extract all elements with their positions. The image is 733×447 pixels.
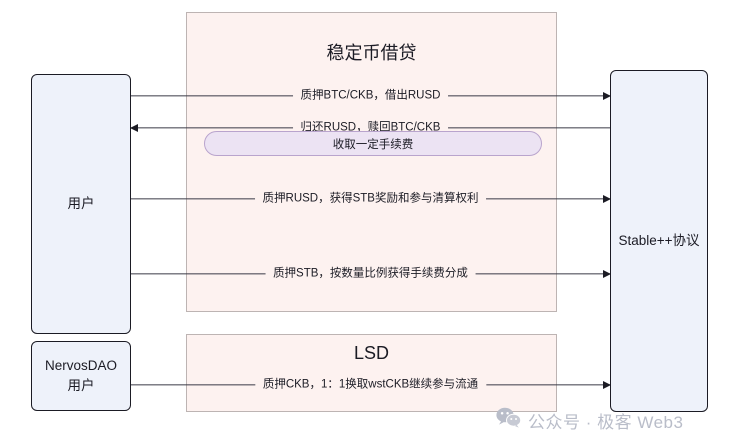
arrowhead-right-icon <box>603 195 611 203</box>
panel-stablecoin-lending: 稳定币借贷 <box>186 12 557 312</box>
flow-repay-label: 归还RUSD，赎回BTC/CKB <box>292 122 449 134</box>
flow-lsd-label: 质押CKB，1：1换取wstCKB继续参与流通 <box>254 379 487 391</box>
arrowhead-right-icon <box>603 92 611 100</box>
arrowhead-right-icon <box>603 270 611 278</box>
flow-stake-stb-label: 质押STB，按数量比例获得手续费分成 <box>265 268 476 280</box>
actor-user: 用户 <box>31 74 131 334</box>
arrowhead-right-icon <box>603 381 611 389</box>
arrowhead-left-icon <box>130 124 138 132</box>
flow-stake-rusd-label: 质押RUSD，获得STB奖励和参与清算权利 <box>254 193 487 205</box>
actor-nervosdao-user-label-line2: 用户 <box>67 378 95 393</box>
fee-note-label: 收取一定手续费 <box>332 138 414 151</box>
actor-nervosdao-user-label: NervosDAO 用户 <box>45 356 117 395</box>
panel-lsd-title: LSD <box>353 343 389 363</box>
fee-note-pill: 收取一定手续费 <box>204 131 542 156</box>
flow-borrow-label: 质押BTC/CKB，借出RUSD <box>292 90 449 102</box>
watermark-text: 公众号 · 极客 Web3 <box>528 412 684 432</box>
flow-stake-rusd: 质押RUSD，获得STB奖励和参与清算权利 <box>131 190 611 208</box>
panel-lending-title: 稳定币借贷 <box>326 43 417 63</box>
watermark: 公众号 · 极客 Web3 <box>496 407 683 433</box>
panel-lsd: LSD <box>186 334 557 412</box>
flow-borrow: 质押BTC/CKB，借出RUSD <box>131 87 611 105</box>
actor-user-label: 用户 <box>67 196 95 212</box>
flow-stake-stb: 质押STB，按数量比例获得手续费分成 <box>131 265 611 283</box>
flow-lsd-stake-ckb: 质押CKB，1：1换取wstCKB继续参与流通 <box>131 376 611 394</box>
actor-nervosdao-user-label-line1: NervosDAO <box>44 358 117 374</box>
actor-stableplusplus-protocol: Stable++协议 <box>610 70 708 412</box>
wechat-icon <box>496 407 522 433</box>
actor-nervosdao-user: NervosDAO 用户 <box>31 341 131 411</box>
flow-repay: 归还RUSD，赎回BTC/CKB <box>130 119 610 137</box>
actor-protocol-label: Stable++协议 <box>618 233 700 249</box>
